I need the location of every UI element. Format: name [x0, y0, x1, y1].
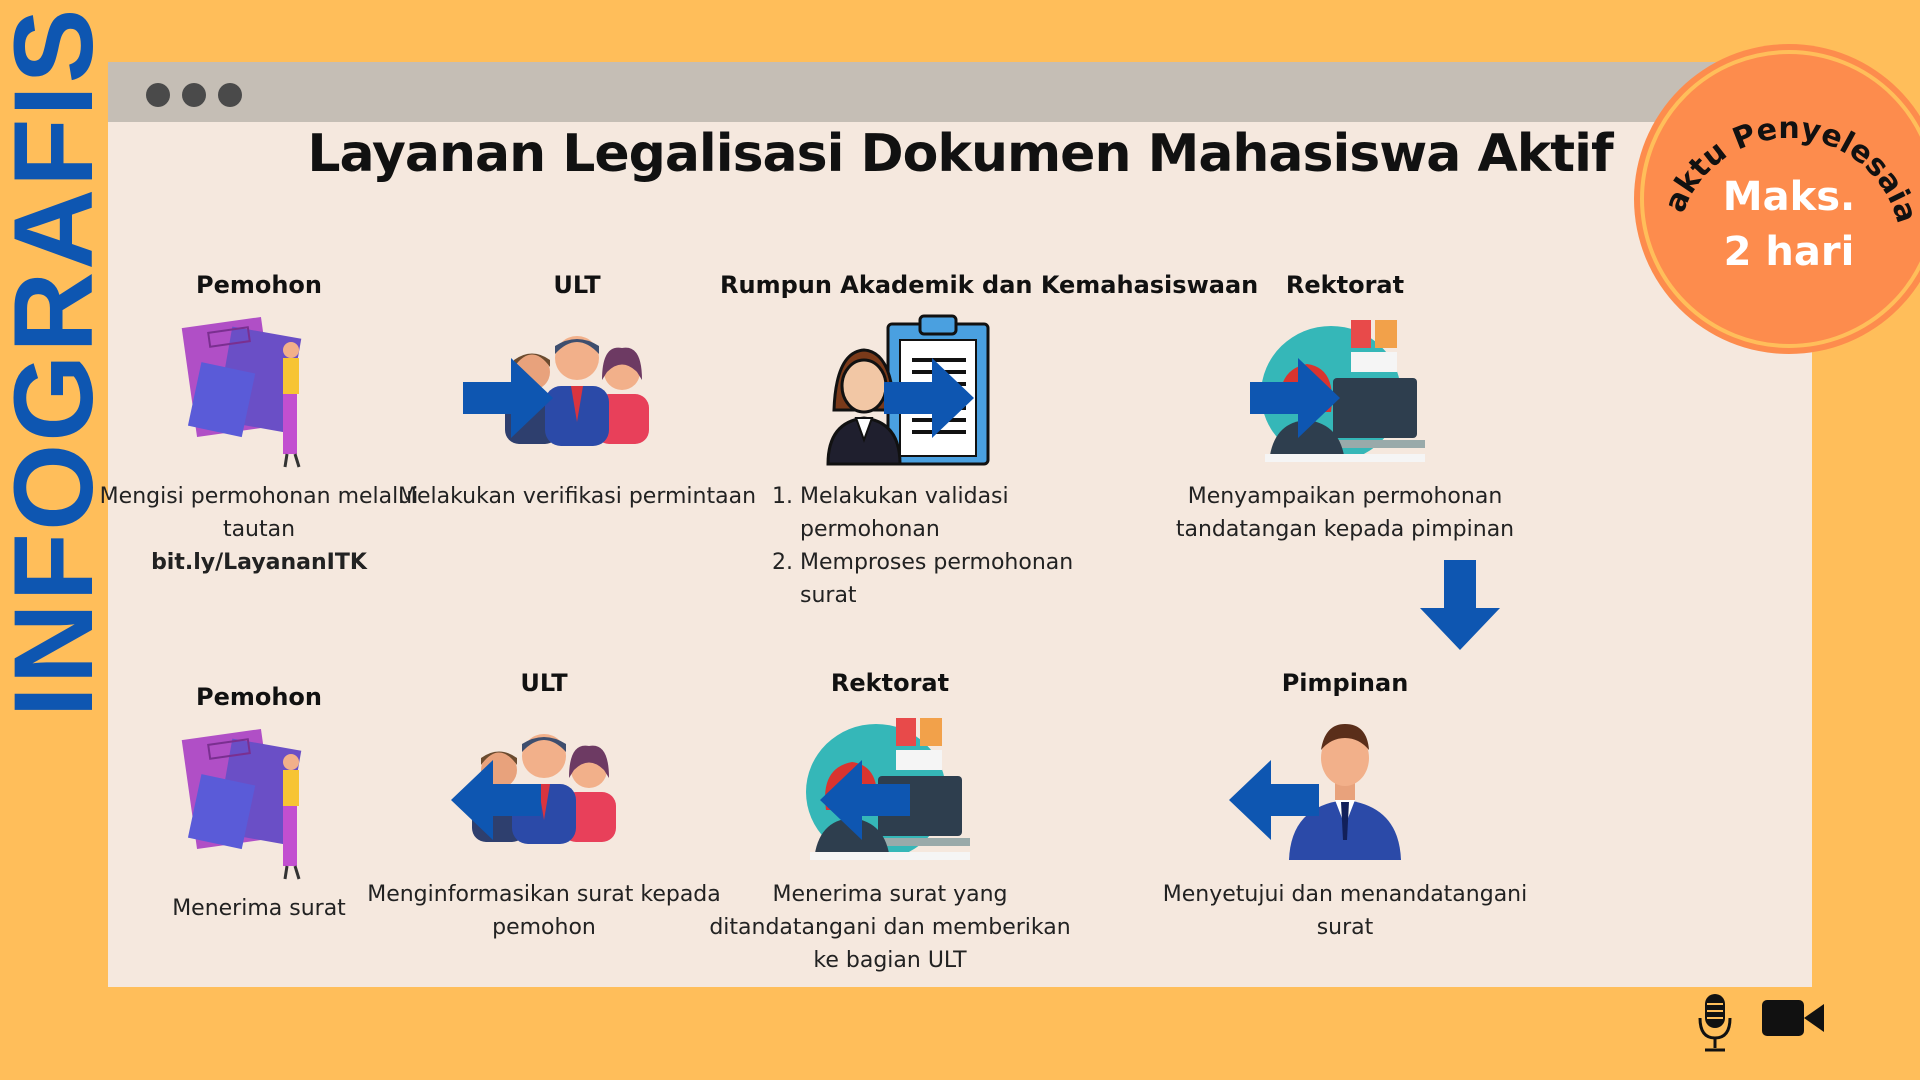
step-description: Menginformasikan surat kepada pemohon: [367, 882, 721, 940]
badge-line-duration: 2 hari: [1723, 229, 1855, 275]
badge-arc-text: Waktu Penyelesaian: [1644, 54, 1920, 227]
list-item: Memproses permohonan surat: [800, 546, 1100, 612]
badge-line-maks: Maks.: [1722, 174, 1856, 220]
microphone-icon[interactable]: [1696, 992, 1734, 1054]
page-title: Layanan Legalisasi Dokumen Mahasiswa Akt…: [307, 124, 1613, 184]
window-dot-icon: [182, 83, 206, 107]
step-label: Rektorat: [1285, 271, 1405, 299]
arrow-right-icon: [463, 358, 553, 438]
video-camera-icon[interactable]: [1762, 998, 1824, 1038]
step-pimpinan: Pimpinan Menyetujui dan menandatangani s…: [1155, 666, 1535, 944]
arrow-left-icon: [451, 760, 541, 840]
step-rumpun-akademik: Rumpun Akademik dan Kemahasiswaan: [720, 268, 1259, 612]
team-group-icon: [487, 312, 667, 472]
browser-window-panel: Layanan Legalisasi Dokumen Mahasiswa Akt…: [100, 62, 1812, 987]
step-pemohon-start: Pemohon Mengisi permohonan melalui tauta…: [69, 268, 449, 579]
step-label: Rektorat: [830, 669, 950, 697]
step-label: ULT: [520, 669, 568, 697]
arrow-left-icon: [820, 760, 910, 840]
request-link[interactable]: bit.ly/LayananITK: [151, 550, 367, 575]
step-label: Pemohon: [195, 683, 323, 711]
step-description: Menyampaikan permohonan tandatangan kepa…: [1175, 484, 1515, 542]
documents-person-icon: [169, 724, 349, 884]
step-description: Menerima surat yang ditandatangani dan m…: [709, 882, 1071, 973]
completion-time-badge: Waktu Penyelesaian Maks. 2 hari: [1640, 50, 1920, 348]
step-description: Menerima surat: [172, 896, 346, 921]
step-label: Pemohon: [195, 271, 323, 299]
list-item: Melakukan validasi permohonan: [800, 480, 1100, 546]
step-description: Melakukan verifikasi permintaan: [397, 484, 757, 509]
step-description: Mengisi permohonan melalui tautan bit.ly…: [99, 484, 419, 575]
step-description: Menyetujui dan menandatangani surat: [1162, 882, 1528, 940]
window-dot-icon: [146, 83, 170, 107]
step-label: Rumpun Akademik dan Kemahasiswaan: [720, 271, 1259, 299]
arrow-right-icon: [1250, 358, 1340, 438]
window-titlebar: [108, 62, 1812, 122]
window-dot-icon: [218, 83, 242, 107]
arrow-down-icon: [1420, 560, 1500, 650]
step-label: Pimpinan: [1281, 669, 1409, 697]
arrow-left-icon: [1229, 760, 1319, 840]
step-pemohon-end: Pemohon Menerima surat: [69, 680, 449, 925]
step-label: ULT: [553, 271, 601, 299]
documents-person-icon: [169, 312, 349, 472]
step-rektorat-forward: Rektorat Menyampaikan permohonan tandata…: [1155, 268, 1535, 546]
step-ult-verify: ULT Melakukan verifikasi permintaan: [387, 268, 767, 513]
step-description: Melakukan validasi permohonan Memproses …: [720, 480, 1100, 612]
leader-man-icon: [1255, 710, 1435, 870]
arrow-right-icon: [884, 358, 974, 438]
